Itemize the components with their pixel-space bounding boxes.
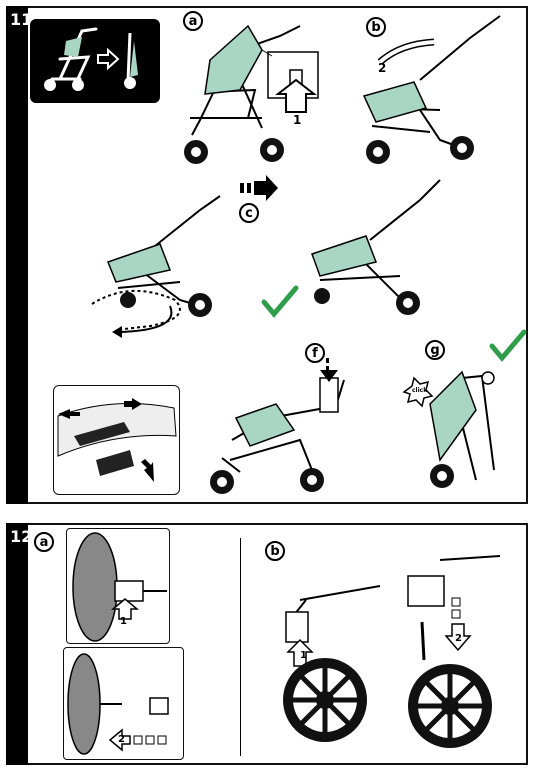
arrow-12a-2: 2 <box>118 734 125 745</box>
click-label: click <box>412 387 428 394</box>
arrow-12a-1: 1 <box>120 616 127 627</box>
step-12-divider <box>240 538 241 756</box>
fold-stroller-icon <box>44 27 138 91</box>
label-12b: b <box>265 541 285 561</box>
arrow-a-number: 1 <box>293 113 301 127</box>
wheel-side-illustration <box>72 532 167 642</box>
wheel-removed-inset <box>63 647 184 760</box>
label-12a: a <box>34 532 54 552</box>
wheel-button-inset <box>66 528 170 644</box>
wheel-removed-illustration <box>67 653 169 755</box>
handle-release-inset <box>53 385 180 495</box>
step-11-number: 11 <box>10 10 33 29</box>
label-c: c <box>239 203 259 223</box>
label-a: a <box>183 11 203 31</box>
fold-icon-box <box>30 19 160 103</box>
label-b: b <box>366 17 386 37</box>
label-g: g <box>425 340 445 360</box>
label-f: f <box>305 343 325 363</box>
up-arrow-a <box>275 78 317 113</box>
arrow-12b-1: 1 <box>300 650 307 661</box>
arrow-b-number: 2 <box>378 61 386 75</box>
arrow-12b-2: 2 <box>455 633 462 644</box>
handle-buttons-illustration <box>57 398 177 482</box>
step-12-number: 12 <box>10 527 33 546</box>
step-11-tab: 11 <box>6 6 32 504</box>
step-12-tab: 12 <box>6 523 32 765</box>
